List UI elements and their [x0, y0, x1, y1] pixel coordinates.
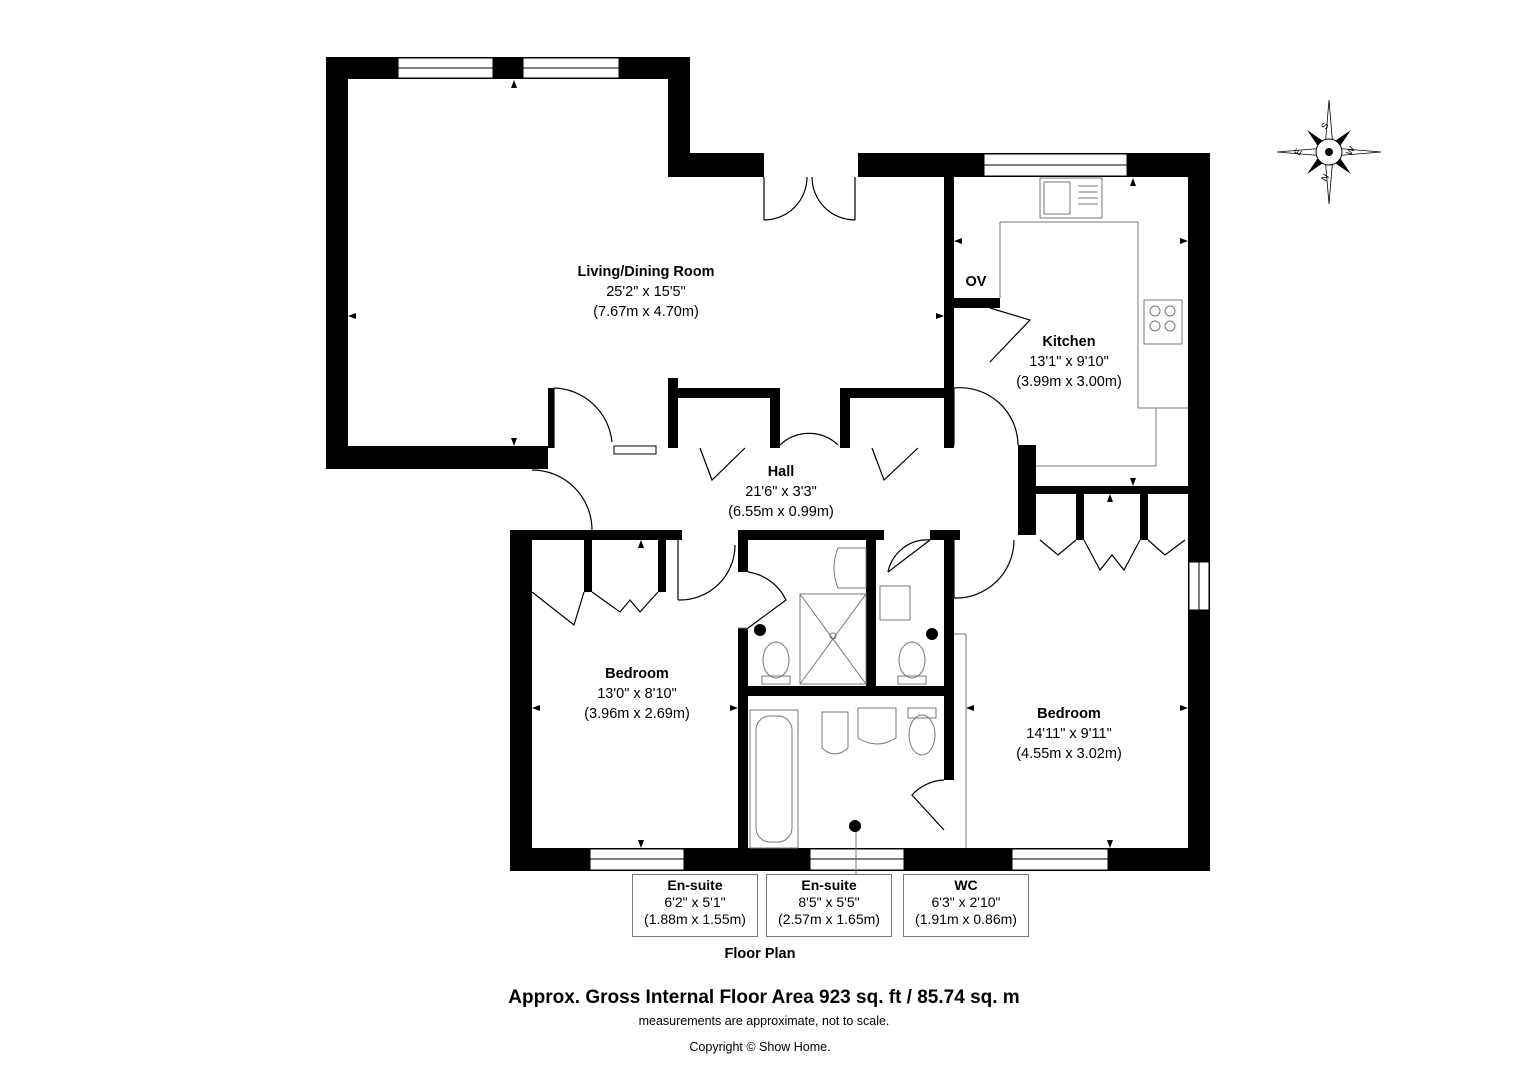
- hall-name: Hall: [768, 464, 795, 480]
- windows: [397, 57, 1210, 871]
- wall-b1-wardrobe-2: [658, 540, 666, 592]
- wall-ensuite-divider: [738, 686, 954, 696]
- kitchen-imperial: 13'1" x 9'10": [1029, 354, 1109, 370]
- wc-label: WC 6'3" x 2'10" (1.91m x 0.86m): [903, 874, 1029, 937]
- wc-metric: (1.91m x 0.86m): [915, 911, 1017, 927]
- wall-ensuite-north: [738, 530, 884, 540]
- wall-b1-wardrobe-1: [584, 540, 592, 592]
- toilet-icon: [908, 714, 936, 756]
- window: [613, 445, 657, 455]
- bedroom2-imperial: 14'11" x 9'11": [1026, 726, 1111, 742]
- basin-icon: [879, 585, 911, 621]
- wall-cupboard1-top: [668, 388, 776, 398]
- wall-ensuite1-west-lower: [738, 628, 748, 858]
- wall-bedroom1-north: [510, 530, 682, 540]
- ensuite2-label: En-suite 8'5" x 5'5" (2.57m x 1.65m): [766, 874, 892, 937]
- oven-label: OV: [966, 274, 987, 290]
- compass-label-n: N: [1319, 172, 1331, 183]
- living-room-imperial: 25'2" x 15'5": [606, 284, 686, 300]
- bedroom1-name: Bedroom: [605, 666, 669, 682]
- living-room-metric: (7.67m x 4.70m): [593, 304, 699, 320]
- ensuite2-metric: (2.57m x 1.65m): [778, 911, 880, 927]
- ensuite2-imperial: 8'5" x 5'5": [798, 894, 860, 910]
- wall-living-step: [668, 153, 764, 177]
- wc-imperial: 6'3" x 2'10": [931, 894, 1001, 910]
- wall-oven-top: [944, 298, 1000, 308]
- kitchen-metric: (3.99m x 3.00m): [1016, 374, 1122, 390]
- compass-label-s: S: [1319, 121, 1331, 131]
- bedroom1-metric: (3.96m x 2.69m): [584, 706, 690, 722]
- wall-cupboard1-east: [770, 388, 780, 448]
- ensuite1-label: En-suite 6'2" x 5'1" (1.88m x 1.55m): [632, 874, 758, 937]
- bedroom2-metric: (4.55m x 3.02m): [1016, 746, 1122, 762]
- measurement-note: measurements are approximate, not to sca…: [638, 1014, 890, 1028]
- shower-icon: [799, 593, 867, 685]
- kitchen-name: Kitchen: [1042, 334, 1095, 350]
- wall-wardrobe-1: [1076, 490, 1084, 540]
- room-labels: Living/Dining Room 25'2" x 15'5" (7.67m …: [578, 264, 1122, 762]
- wall-wc-east: [944, 530, 954, 780]
- wall-living-north: [326, 57, 690, 79]
- wall-front-door: [548, 388, 554, 448]
- compass-label-e: E: [1292, 147, 1304, 157]
- wall-kitchen-south-h: [1030, 486, 1210, 494]
- living-room-name: Living/Dining Room: [578, 264, 715, 280]
- wall-cupboard1-west: [668, 378, 678, 448]
- pipes: [754, 624, 938, 832]
- sink-icon: [1039, 177, 1103, 219]
- toilet-icon: [898, 641, 926, 679]
- wall-living-east-upper: [668, 57, 690, 177]
- wall-ensuite-mid: [866, 530, 876, 690]
- dimension-arrows: [348, 80, 1188, 848]
- hob-icon: [1143, 299, 1183, 345]
- basin-icon: [857, 707, 897, 745]
- copyright-text: Copyright © Show Home.: [689, 1040, 831, 1054]
- toilet-icon: [762, 641, 790, 679]
- ensuite1-metric: (1.88m x 1.55m): [644, 911, 746, 927]
- kitchen-counter: [1000, 221, 1188, 409]
- gross-area-text: Approx. Gross Internal Floor Area 923 sq…: [508, 987, 1020, 1008]
- bedroom1-imperial: 13'0" x 8'10": [597, 686, 677, 702]
- doors: [531, 176, 1186, 831]
- wc-name: WC: [954, 877, 978, 893]
- basin-icon: [833, 547, 867, 589]
- wall-wardrobe-2: [1140, 490, 1148, 540]
- bedroom2-name: Bedroom: [1037, 706, 1101, 722]
- floor-plan-title: Floor Plan: [724, 946, 796, 962]
- hall-imperial: 21'6" x 3'3": [745, 484, 816, 500]
- wall-living-kitchen: [944, 153, 954, 398]
- hall-metric: (6.55m x 0.99m): [728, 504, 834, 520]
- wall-cupboard2-top: [840, 388, 954, 398]
- wall-ensuite1-west: [738, 530, 748, 572]
- bath-icon: [749, 709, 799, 849]
- ensuite1-name: En-suite: [667, 877, 723, 893]
- compass-rose: S N E W: [1276, 99, 1382, 205]
- wall-cupboard2-west: [840, 388, 850, 448]
- wall-cupboard2-east: [944, 388, 954, 448]
- wall-bedroom1-west: [510, 530, 532, 871]
- wall-living-south: [326, 446, 548, 469]
- bidet-icon: [821, 711, 849, 755]
- ensuite1-imperial: 6'2" x 5'1": [664, 894, 726, 910]
- ensuite2-name: En-suite: [801, 877, 857, 893]
- wall-living-west: [326, 57, 348, 469]
- wall-east: [1188, 153, 1210, 871]
- fixtures: [738, 177, 1188, 878]
- wall-kitchen-south: [1018, 445, 1036, 535]
